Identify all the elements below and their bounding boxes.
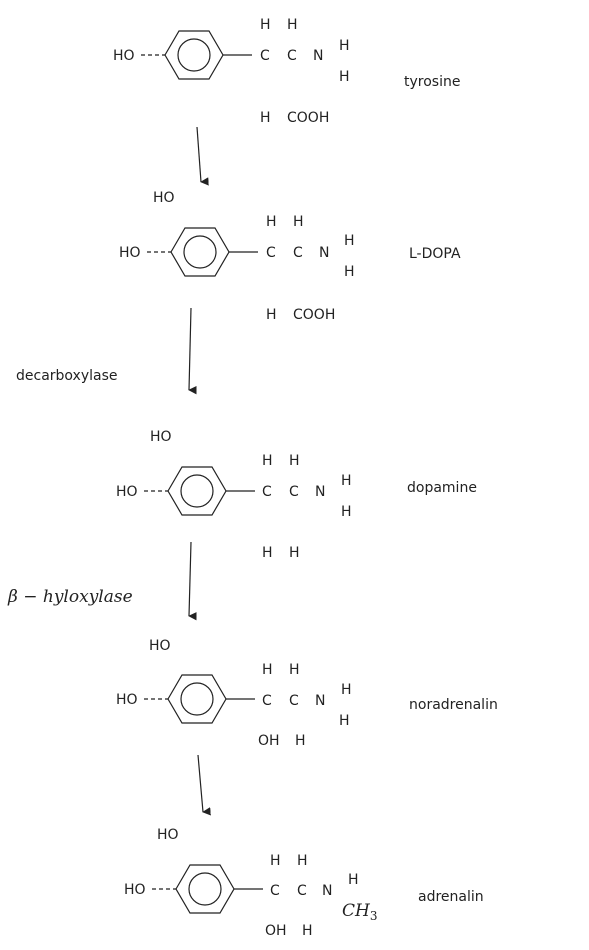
amine-h: H bbox=[348, 872, 359, 888]
chain-top-h1: H bbox=[260, 17, 271, 33]
chain-carbon-2: C bbox=[289, 693, 299, 709]
amine-h2: H bbox=[341, 504, 352, 520]
molecule-name: adrenalin bbox=[418, 889, 484, 905]
chain-carbon-2: C bbox=[297, 883, 307, 899]
reaction-arrow-2 bbox=[188, 307, 197, 395]
chain-nitrogen: N bbox=[322, 883, 332, 899]
chain-top-h1: H bbox=[270, 853, 281, 869]
chain-carbon-1: C bbox=[266, 245, 276, 261]
chain-top-h2: H bbox=[297, 853, 308, 869]
chain-nitrogen: N bbox=[313, 48, 323, 64]
amine-h1: H bbox=[344, 233, 355, 249]
amine-methyl-group: CH3 bbox=[342, 901, 377, 923]
chain-nitrogen: N bbox=[315, 484, 325, 500]
aromatic-circle bbox=[183, 235, 217, 269]
chain-bottom-h2: H bbox=[289, 545, 300, 561]
amine-h2: H bbox=[339, 713, 350, 729]
amine-h2: H bbox=[339, 69, 350, 85]
chain-top-h2: H bbox=[287, 17, 298, 33]
chain-carbon-2: C bbox=[287, 48, 297, 64]
ring-substituent-meta: HO bbox=[153, 190, 175, 206]
aromatic-circle bbox=[188, 872, 222, 906]
methyl-base: CH bbox=[342, 901, 371, 921]
chain-bottom-h: H bbox=[260, 110, 271, 126]
reaction-arrow-1 bbox=[196, 126, 209, 186]
molecule-name: tyrosine bbox=[404, 74, 460, 90]
amine-h1: H bbox=[341, 682, 352, 698]
chain-top-h2: H bbox=[289, 453, 300, 469]
aromatic-circle bbox=[180, 682, 214, 716]
amine-h2: H bbox=[344, 264, 355, 280]
chain-carbon-1: C bbox=[262, 693, 272, 709]
chain-top-h2: H bbox=[293, 214, 304, 230]
ring-substituent-para: HO bbox=[113, 48, 135, 64]
chain-top-h1: H bbox=[262, 662, 273, 678]
ring-substituent-meta: HO bbox=[149, 638, 171, 654]
reaction-arrow-4 bbox=[197, 754, 211, 816]
benzene-ring bbox=[164, 30, 224, 80]
chain-bottom-h1: H bbox=[262, 545, 273, 561]
chain-nitrogen: N bbox=[319, 245, 329, 261]
benzene-ring bbox=[175, 864, 235, 914]
benzene-ring bbox=[167, 674, 227, 724]
chain-carbon-1: C bbox=[262, 484, 272, 500]
molecule-adrenalin: HO HO H H C C N H CH3 OH H adrenalin bbox=[124, 827, 484, 939]
ring-substituent-para: HO bbox=[119, 245, 141, 261]
molecule-name: dopamine bbox=[407, 480, 477, 496]
chain-top-h2: H bbox=[289, 662, 300, 678]
benzene-ring bbox=[170, 227, 230, 277]
benzene-ring bbox=[167, 466, 227, 516]
chain-bottom-h: H bbox=[295, 733, 306, 749]
methyl-subscript: 3 bbox=[370, 909, 378, 923]
chain-top-h1: H bbox=[266, 214, 277, 230]
molecule-dopamine: HO HO H H C C N H H H H dopamine bbox=[116, 429, 477, 561]
chain-bottom-oh: OH bbox=[265, 923, 287, 939]
reaction-arrow-3 bbox=[188, 541, 197, 621]
chain-bottom-h: H bbox=[302, 923, 313, 939]
ring-substituent-para: HO bbox=[124, 882, 146, 898]
ring-substituent-meta: HO bbox=[157, 827, 179, 843]
chain-carbon-2: C bbox=[289, 484, 299, 500]
ring-substituent-meta: HO bbox=[150, 429, 172, 445]
chain-bottom-cooh: COOH bbox=[293, 307, 335, 323]
molecule-noradrenalin: HO HO H H C C N H H OH H noradrenalin bbox=[116, 638, 498, 749]
amine-h1: H bbox=[341, 473, 352, 489]
chain-bottom-oh: OH bbox=[258, 733, 280, 749]
chain-carbon-1: C bbox=[260, 48, 270, 64]
aromatic-circle bbox=[177, 38, 211, 72]
amine-h1: H bbox=[339, 38, 350, 54]
enzyme-label-decarboxylase: decarboxylase bbox=[16, 368, 118, 384]
molecule-l-dopa: HO HO H H C C N H H H COOH L-DOPA bbox=[119, 190, 461, 323]
ring-substituent-para: HO bbox=[116, 484, 138, 500]
ring-substituent-para: HO bbox=[116, 692, 138, 708]
chain-carbon-1: C bbox=[270, 883, 280, 899]
molecule-name: L-DOPA bbox=[409, 246, 461, 262]
aromatic-circle bbox=[180, 474, 214, 508]
chain-nitrogen: N bbox=[315, 693, 325, 709]
chain-top-h1: H bbox=[262, 453, 273, 469]
chain-carbon-2: C bbox=[293, 245, 303, 261]
molecule-name: noradrenalin bbox=[409, 697, 498, 713]
molecule-tyrosine: HO H H C C N H H H COOH tyrosine bbox=[113, 17, 460, 126]
enzyme-label-hydroxylase: β − hyloxylase bbox=[7, 587, 133, 607]
chain-bottom-cooh: COOH bbox=[287, 110, 329, 126]
chain-bottom-h: H bbox=[266, 307, 277, 323]
